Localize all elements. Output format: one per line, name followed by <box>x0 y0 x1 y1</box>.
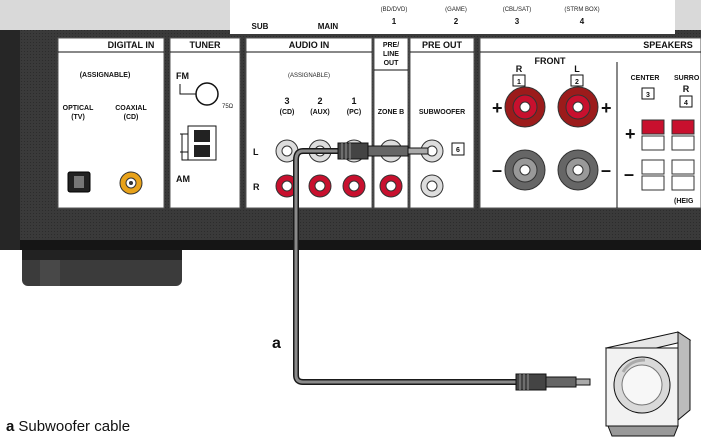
caption-text: Subwoofer cable <box>18 418 131 435</box>
channel-3-num: 3 <box>284 96 289 106</box>
front-label: FRONT <box>535 56 566 66</box>
speakers-section: SPEAKERS FRONT R L 1 2 + + – – <box>479 37 701 209</box>
coaxial-label: COAXIAL <box>115 105 147 112</box>
top-label-main: MAIN <box>318 22 339 31</box>
top-num-3: 3 <box>515 17 520 26</box>
left-channel-label: L <box>253 147 259 157</box>
optical-sub: (TV) <box>71 114 85 121</box>
front-num-1: 1 <box>517 79 521 86</box>
tuner-section: TUNER FM 75Ω AM <box>169 37 241 209</box>
fm-label: FM <box>176 71 189 81</box>
center-label: CENTER <box>631 75 660 82</box>
channel-1-name: (PC) <box>347 109 361 116</box>
top-label-sub: SUB <box>252 22 269 31</box>
front-r-minus: – <box>492 160 502 180</box>
callout-label: a <box>272 335 281 352</box>
top-num-2: 2 <box>454 17 459 26</box>
top-label-cbl-sat: (CBL/SAT) <box>503 7 532 13</box>
rca-l-3 <box>275 139 299 163</box>
top-num-4: 4 <box>580 17 585 26</box>
surround-terminals <box>671 119 695 191</box>
front-r-label: R <box>516 64 523 74</box>
pre-line-out-section: PRE/ LINE OUT ZONE B <box>373 37 409 209</box>
center-num-3: 3 <box>646 92 650 99</box>
coaxial-port <box>119 171 143 195</box>
fm-antenna-line <box>179 84 198 95</box>
front-r-plus-terminal <box>504 86 546 128</box>
subwoofer-number: 6 <box>456 147 460 154</box>
pre-out-section: PRE OUT SUBWOOFER 6 <box>409 37 475 209</box>
front-r-minus-terminal <box>504 149 546 191</box>
top-num-1: 1 <box>392 17 397 26</box>
front-l-minus-terminal <box>557 149 599 191</box>
channel-2-num: 2 <box>317 96 322 106</box>
pre-out-header: PRE OUT <box>422 40 463 50</box>
top-label-bd-dvd: (BD/DVD) <box>381 7 408 13</box>
zone-b-r-port <box>379 174 403 198</box>
channel-1-num: 1 <box>351 96 356 106</box>
center-terminals <box>641 119 665 191</box>
digital-assignable: (ASSIGNABLE) <box>80 72 131 79</box>
subwoofer-cable <box>293 142 591 391</box>
front-l-plus: + <box>601 98 612 118</box>
pre-line-out-header-1: PRE/ <box>383 42 399 49</box>
digital-in-section: DIGITAL IN (ASSIGNABLE) OPTICAL (TV) COA… <box>57 37 165 209</box>
center-minus: – <box>624 164 634 184</box>
top-label-strm-box: (STRM BOX) <box>564 7 599 13</box>
center-plus: + <box>625 124 636 144</box>
cable-plug-receiver <box>337 142 429 160</box>
subwoofer-port-1 <box>420 139 444 163</box>
coaxial-sub: (CD) <box>124 114 139 121</box>
rca-r-2 <box>308 174 332 198</box>
receiver-foot <box>22 250 182 286</box>
audio-assignable: (ASSIGNABLE) <box>288 73 330 79</box>
channel-3-name: (CD) <box>280 109 295 116</box>
pre-line-out-header-3: OUT <box>384 60 400 67</box>
height-label: (HEIG <box>674 198 694 205</box>
top-input-labels: SUB MAIN (BD/DVD) 1 (GAME) 2 (CBL/SAT) 3… <box>230 0 675 34</box>
am-antenna-terminal <box>180 125 217 161</box>
top-label-game: (GAME) <box>445 7 467 13</box>
optical-port <box>67 171 91 193</box>
rca-r-1 <box>342 174 366 198</box>
fm-ohm-label: 75Ω <box>222 104 234 110</box>
fm-antenna-port <box>195 82 219 106</box>
cable-plug-subwoofer <box>515 373 591 391</box>
subwoofer-label: SUBWOOFER <box>419 109 465 116</box>
speakers-header: SPEAKERS <box>643 40 693 50</box>
rca-r-3 <box>275 174 299 198</box>
front-r-plus: + <box>492 98 503 118</box>
front-l-plus-terminal <box>557 86 599 128</box>
surround-label: SURRO <box>674 75 700 82</box>
channel-2-name: (AUX) <box>310 109 329 116</box>
subwoofer-port-2 <box>420 174 444 198</box>
tuner-header: TUNER <box>190 40 221 50</box>
caption-letter: a <box>6 418 15 435</box>
pre-line-out-header-2: LINE <box>383 51 399 58</box>
audio-in-section: AUDIO IN (ASSIGNABLE) 3 (CD) 2 (AUX) 1 (… <box>245 37 373 209</box>
front-num-2: 2 <box>575 79 579 86</box>
am-label: AM <box>176 174 190 184</box>
surround-num-4: 4 <box>684 100 688 107</box>
front-l-label: L <box>574 64 580 74</box>
surround-r-label: R <box>683 84 690 94</box>
optical-label: OPTICAL <box>63 105 94 112</box>
zone-b-label: ZONE B <box>378 109 404 116</box>
digital-in-header: DIGITAL IN <box>108 40 155 50</box>
subwoofer-speaker-icon <box>604 331 692 437</box>
front-l-minus: – <box>601 160 611 180</box>
right-channel-label: R <box>253 182 260 192</box>
audio-in-header: AUDIO IN <box>289 40 330 50</box>
